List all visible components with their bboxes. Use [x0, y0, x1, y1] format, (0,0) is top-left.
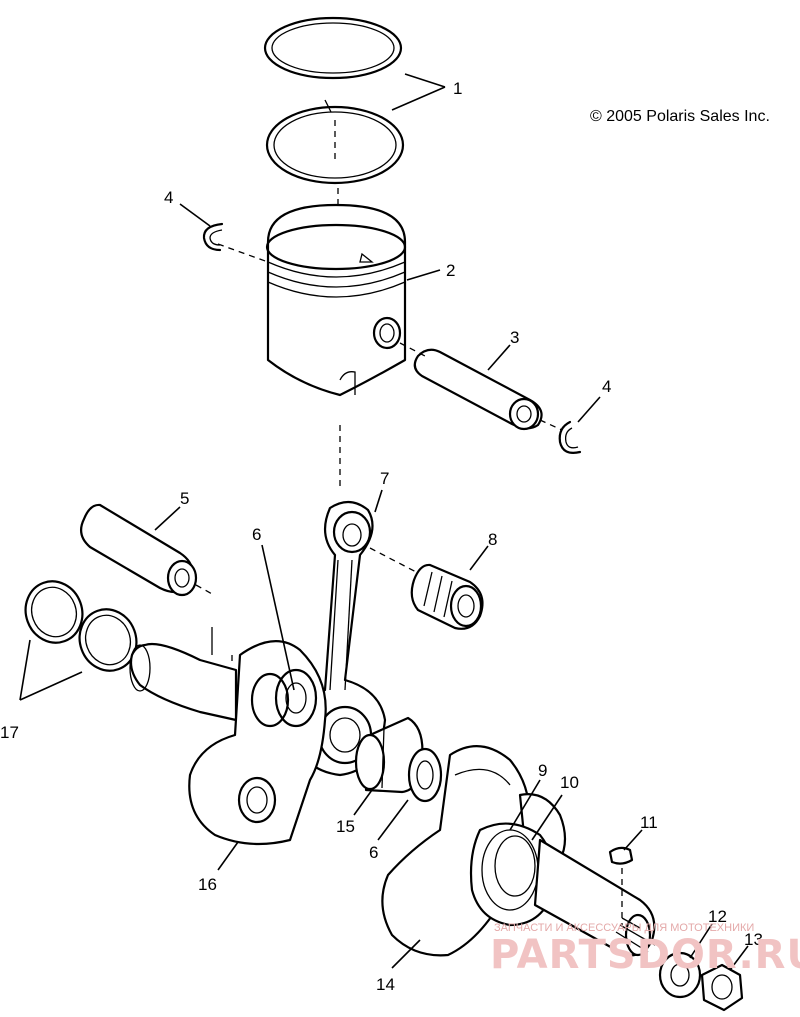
piston: [265, 203, 407, 397]
thrust-washer-lower: [407, 747, 443, 803]
shim-right: [78, 608, 138, 672]
callout-15: 15: [336, 817, 355, 836]
callout-6-lower: 6: [369, 843, 378, 862]
crank-pin: [79, 503, 198, 597]
callout-6-upper: 6: [252, 525, 261, 544]
callout-labels: 1 2 3 4 4 5 6 6 7 8 9 10 11 12 13 14 15 …: [0, 79, 763, 994]
callout-2: 2: [446, 261, 455, 280]
callout-4-left: 4: [164, 188, 173, 207]
watermark-tagline: ЗАПЧАСТИ И АКСЕССУАРЫ ДЛЯ МОТОТЕХНИКИ: [494, 922, 754, 934]
piston-ring-upper: [263, 16, 403, 80]
circlip-right: [558, 420, 582, 454]
callout-16: 16: [198, 875, 217, 894]
small-end-bearing: [410, 563, 484, 630]
callout-7: 7: [380, 469, 389, 488]
watermark-logo: PARTSDOR.RU: [490, 932, 800, 978]
callout-5: 5: [180, 489, 189, 508]
piston-pin: [413, 348, 543, 431]
crankshaft-right-half: [381, 745, 656, 957]
watermark: ЗАПЧАСТИ И АКСЕССУАРЫ ДЛЯ МОТОТЕХНИКИ PA…: [490, 922, 800, 978]
callout-8: 8: [488, 530, 497, 549]
piston-ring-lower: [265, 99, 405, 185]
callout-10: 10: [560, 773, 579, 792]
copyright-notice: © 2005 Polaris Sales Inc.: [590, 108, 770, 125]
thrust-washer-upper: [250, 672, 290, 728]
circlip-left: [202, 222, 224, 252]
callout-11: 11: [640, 813, 658, 832]
woodruff-key: [608, 846, 634, 865]
callout-9: 9: [538, 761, 547, 780]
flange-nut: [700, 963, 744, 1012]
callout-12: 12: [708, 907, 727, 926]
callout-1: 1: [453, 79, 462, 98]
shim-left: [24, 580, 84, 644]
crankshaft-left-half: [129, 640, 327, 846]
callout-4-right: 4: [602, 377, 611, 396]
leader-lines: [19, 73, 749, 971]
washer: [658, 951, 702, 999]
callout-14: 14: [376, 975, 395, 994]
callout-17: 17: [0, 723, 19, 742]
callout-3: 3: [510, 328, 519, 347]
callout-13: 13: [744, 930, 763, 949]
